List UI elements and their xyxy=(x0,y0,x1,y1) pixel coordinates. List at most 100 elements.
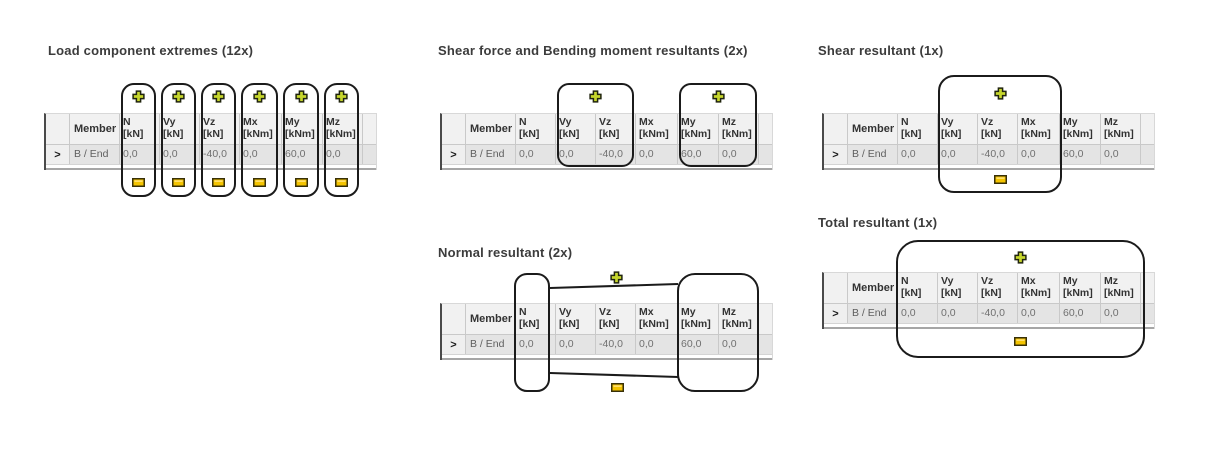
group-outline xyxy=(677,273,759,392)
column-header-label: N xyxy=(901,275,909,287)
plus-icon xyxy=(335,90,348,103)
chevron-right-icon[interactable]: > xyxy=(832,148,839,161)
group-outline xyxy=(896,240,1145,358)
column-header-Mx: Mx[kNm] xyxy=(636,304,678,334)
column-header-N: N[kN] xyxy=(516,304,556,334)
column-header-My: My[kNm] xyxy=(678,304,719,334)
plus-icon xyxy=(132,90,145,103)
column-header-label: Mz xyxy=(1104,116,1118,128)
panel-title: Shear force and Bending moment resultant… xyxy=(438,43,748,58)
minus-icon xyxy=(212,178,225,187)
plus-icon xyxy=(212,90,225,103)
column-header-My: My[kNm] xyxy=(1060,114,1101,144)
table-bottom-line xyxy=(824,327,1154,329)
column-header-label: Vy xyxy=(559,116,572,128)
chevron-right-icon[interactable]: > xyxy=(54,148,61,161)
column-header-member: Member xyxy=(466,114,516,144)
column-header-unit: [kNm] xyxy=(1021,128,1051,140)
plus-icon xyxy=(294,90,308,103)
column-header-label: My xyxy=(1063,116,1078,128)
column-header-label: Member xyxy=(74,123,117,135)
minus-icon xyxy=(993,175,1007,184)
plus-icon xyxy=(1014,251,1027,264)
column-header-unit: [kN] xyxy=(203,128,224,140)
expander-column-header xyxy=(442,114,466,144)
column-header-label: Vy xyxy=(941,116,954,128)
column-header-unit: [kN] xyxy=(941,128,962,140)
row-expander-cell: > xyxy=(442,335,466,354)
column-header-N: N[kN] xyxy=(516,114,556,144)
plus-icon xyxy=(253,90,266,103)
group-outline xyxy=(201,83,236,197)
filler-cell xyxy=(1141,145,1152,164)
value-cell-My: 60,0 xyxy=(678,335,719,354)
value-cell-N: 0,0 xyxy=(898,145,938,164)
column-header-label: Member xyxy=(852,282,895,294)
column-header-Vz: Vz[kN] xyxy=(978,273,1018,303)
column-header-member: Member xyxy=(848,114,898,144)
column-header-unit: [kN] xyxy=(123,128,144,140)
minus-icon xyxy=(294,178,308,187)
column-header-unit: [kN] xyxy=(901,287,922,299)
value-cell-Mx: 0,0 xyxy=(240,145,282,164)
expander-column-header xyxy=(824,114,848,144)
group-outline xyxy=(324,83,359,197)
column-header-N: N[kN] xyxy=(120,114,160,144)
value-cell-Vy: 0,0 xyxy=(160,145,200,164)
chevron-right-icon[interactable]: > xyxy=(450,148,457,161)
column-header-Vy: Vy[kN] xyxy=(556,114,596,144)
column-header-member: Member xyxy=(466,304,516,334)
group-outline xyxy=(679,83,757,167)
column-header-Vy: Vy[kN] xyxy=(556,304,596,334)
filler-column-header xyxy=(363,114,374,144)
group-outline xyxy=(241,83,278,197)
minus-icon xyxy=(253,178,266,187)
panel-title: Total resultant (1x) xyxy=(818,215,938,230)
column-header-label: Mx xyxy=(639,306,654,318)
value-cell-Vy: 0,0 xyxy=(556,335,596,354)
column-header-Mz: Mz[kNm] xyxy=(323,114,363,144)
column-header-label: Mx xyxy=(1021,275,1036,287)
column-header-My: My[kNm] xyxy=(1060,273,1101,303)
filler-column-header xyxy=(759,114,770,144)
column-header-label: N xyxy=(519,116,527,128)
group-outline xyxy=(557,83,634,167)
minus-icon xyxy=(132,178,145,187)
group-outline xyxy=(161,83,196,197)
column-header-Mx: Mx[kNm] xyxy=(240,114,282,144)
value-cell-Vy: 0,0 xyxy=(938,145,978,164)
column-header-label: Member xyxy=(852,123,895,135)
chevron-right-icon[interactable]: > xyxy=(450,338,457,351)
value-cell-Mz: 0,0 xyxy=(1101,145,1141,164)
column-header-Vy: Vy[kN] xyxy=(160,114,200,144)
filler-column-header xyxy=(1141,114,1152,144)
column-header-label: My xyxy=(681,306,696,318)
column-header-unit: [kNm] xyxy=(681,128,711,140)
column-header-unit: [kN] xyxy=(941,287,962,299)
column-header-unit: [kNm] xyxy=(1063,287,1093,299)
value-cell-Vz: -40,0 xyxy=(978,145,1018,164)
column-header-unit: [kNm] xyxy=(326,128,356,140)
value-cell-Mz: 0,0 xyxy=(323,145,363,164)
column-header-member: Member xyxy=(70,114,120,144)
chevron-right-icon[interactable]: > xyxy=(832,307,839,320)
value-cell-Vy: 0,0 xyxy=(938,304,978,323)
panel-title: Shear resultant (1x) xyxy=(818,43,944,58)
column-header-unit: [kN] xyxy=(981,287,1002,299)
expander-column-header xyxy=(824,273,848,303)
value-cell-Mx: 0,0 xyxy=(1018,145,1060,164)
table-bottom-line xyxy=(442,168,772,170)
plus-icon xyxy=(711,90,725,103)
column-header-unit: [kNm] xyxy=(681,318,711,330)
column-header-label: N xyxy=(519,306,527,318)
value-cell-N: 0,0 xyxy=(516,335,556,354)
column-header-Vy: Vy[kN] xyxy=(938,273,978,303)
